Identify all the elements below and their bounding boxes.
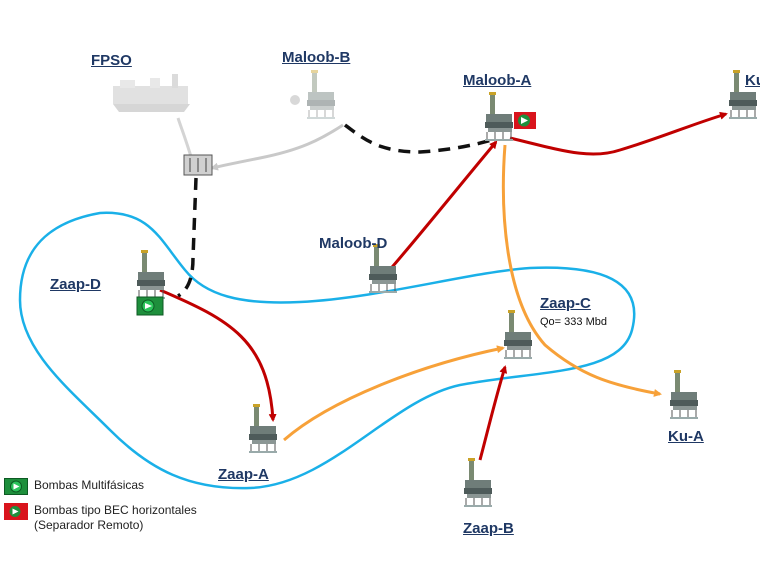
ku-a-platform-icon xyxy=(669,369,699,420)
legend-bec-line1: Bombas tipo BEC horizontales xyxy=(34,503,197,517)
zaap-b-platform-icon xyxy=(463,457,493,508)
bec-pump-legend-icon xyxy=(4,503,28,520)
maloob-b-platform-icon xyxy=(290,69,336,120)
orange-arrow-maloob-a-to-ku-a xyxy=(501,144,662,397)
legend-multiphase: Bombas Multifásicas xyxy=(4,478,144,495)
fpso-vessel-icon xyxy=(113,74,190,112)
label-maloob-a: Maloob-A xyxy=(463,72,532,89)
label-zaap-b: Zaap-B xyxy=(463,520,514,537)
field-boundary xyxy=(18,211,636,490)
red-arrow-maloob-a-to-ku xyxy=(509,111,728,156)
red-arrow-zaap-b-to-zaap-c xyxy=(478,365,508,461)
orange-arrow-zaap-a-to-zaap-c xyxy=(283,345,505,442)
label-ku-a: Ku-A xyxy=(668,428,704,445)
label-zaap-c: Zaap-C xyxy=(540,295,591,312)
bec-pump-icon xyxy=(514,112,536,129)
maloob-a-platform-icon xyxy=(484,91,514,142)
multiphase-pump-icon xyxy=(136,296,164,316)
label-zaap-a: Zaap-A xyxy=(218,466,269,483)
label-maloob-d: Maloob-D xyxy=(319,235,388,252)
multiphase-pump-legend-icon xyxy=(4,478,28,495)
legend-bec-text: Bombas tipo BEC horizontales (Separador … xyxy=(34,503,197,533)
label-maloob-b: Maloob-B xyxy=(282,49,351,66)
legend-bec-line2: (Separador Remoto) xyxy=(34,518,144,532)
dashed-link-maloob xyxy=(343,123,493,154)
red-arrow-zaap-d-to-zaap-a xyxy=(159,288,277,422)
red-arrow-maloob-d-to-maloob-a xyxy=(385,140,498,274)
junction-icon xyxy=(183,154,213,176)
gray-pipeline xyxy=(210,123,344,171)
legend-bec: Bombas tipo BEC horizontales (Separador … xyxy=(4,503,197,533)
label-zaap-c-flow: Qo= 333 Mbd xyxy=(540,316,607,328)
label-ku: Ku xyxy=(745,72,760,89)
label-fpso: FPSO xyxy=(91,52,132,69)
fpso-riser xyxy=(176,117,194,161)
legend-multiphase-text: Bombas Multifásicas xyxy=(34,478,145,492)
dashed-link-zaap-d xyxy=(177,177,198,298)
label-zaap-d: Zaap-D xyxy=(50,276,101,293)
